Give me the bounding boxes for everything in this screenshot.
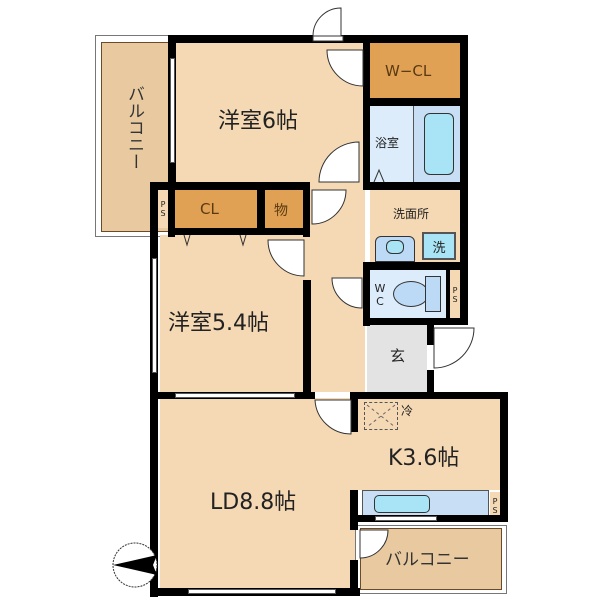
room-western-5-4-label: 洋室5.4帖 <box>168 311 269 336</box>
door-hall-storage-icon <box>311 189 347 225</box>
closet-label: CL <box>200 200 219 218</box>
refrigerator-x-icon <box>366 404 396 428</box>
balcony-west-label: バルコニー <box>124 85 144 170</box>
door-top-exterior-icon <box>312 7 344 42</box>
bathtub-icon <box>424 113 454 175</box>
toilet-tank-icon <box>425 276 441 312</box>
sink-basin-icon <box>386 240 404 254</box>
room-living-dining <box>160 398 355 588</box>
storeroom-label: 物 <box>274 203 288 219</box>
room-western-6-label: 洋室6帖 <box>218 109 298 134</box>
walk-in-closet-label: W−CL <box>385 62 432 80</box>
closet-door-markers-icon <box>183 234 247 247</box>
room-living-dining-label: LD8.8帖 <box>210 490 297 515</box>
door-6jo-hall-icon <box>318 141 360 183</box>
door-6jo-wic-icon <box>326 49 364 87</box>
balcony-south-label: バルコニー <box>385 550 470 570</box>
door-ld-icon <box>314 399 352 435</box>
refrigerator-label: 冷 <box>401 404 414 418</box>
closet <box>175 190 257 230</box>
entrance-label: 玄 <box>390 347 406 365</box>
toilet-bowl-icon <box>393 281 429 307</box>
room-kitchen <box>355 398 500 490</box>
door-5-4-icon <box>267 239 305 277</box>
kitchen-sink-icon <box>374 495 430 513</box>
bathroom-label: 浴室 <box>375 136 400 150</box>
compass-north-arrow-icon <box>112 542 158 588</box>
door-entrance-icon <box>433 327 475 369</box>
window-6jo-west <box>170 58 175 163</box>
door-balcony-south-icon <box>359 529 389 559</box>
door-bath-icon <box>373 168 385 183</box>
entrance <box>367 325 427 392</box>
window-kitchen-south <box>375 516 437 521</box>
walk-in-closet <box>370 42 460 98</box>
storeroom <box>265 190 303 230</box>
washroom-label: 洗面所 <box>393 207 430 221</box>
refrigerator-space <box>364 402 398 430</box>
window-ld-south <box>188 589 336 594</box>
window-5-4-south <box>175 393 295 398</box>
washer-icon: 洗 <box>422 232 456 260</box>
room-kitchen-label: K3.6帖 <box>388 446 460 471</box>
door-wc-icon <box>331 277 363 309</box>
window-5-4-west <box>152 258 157 373</box>
